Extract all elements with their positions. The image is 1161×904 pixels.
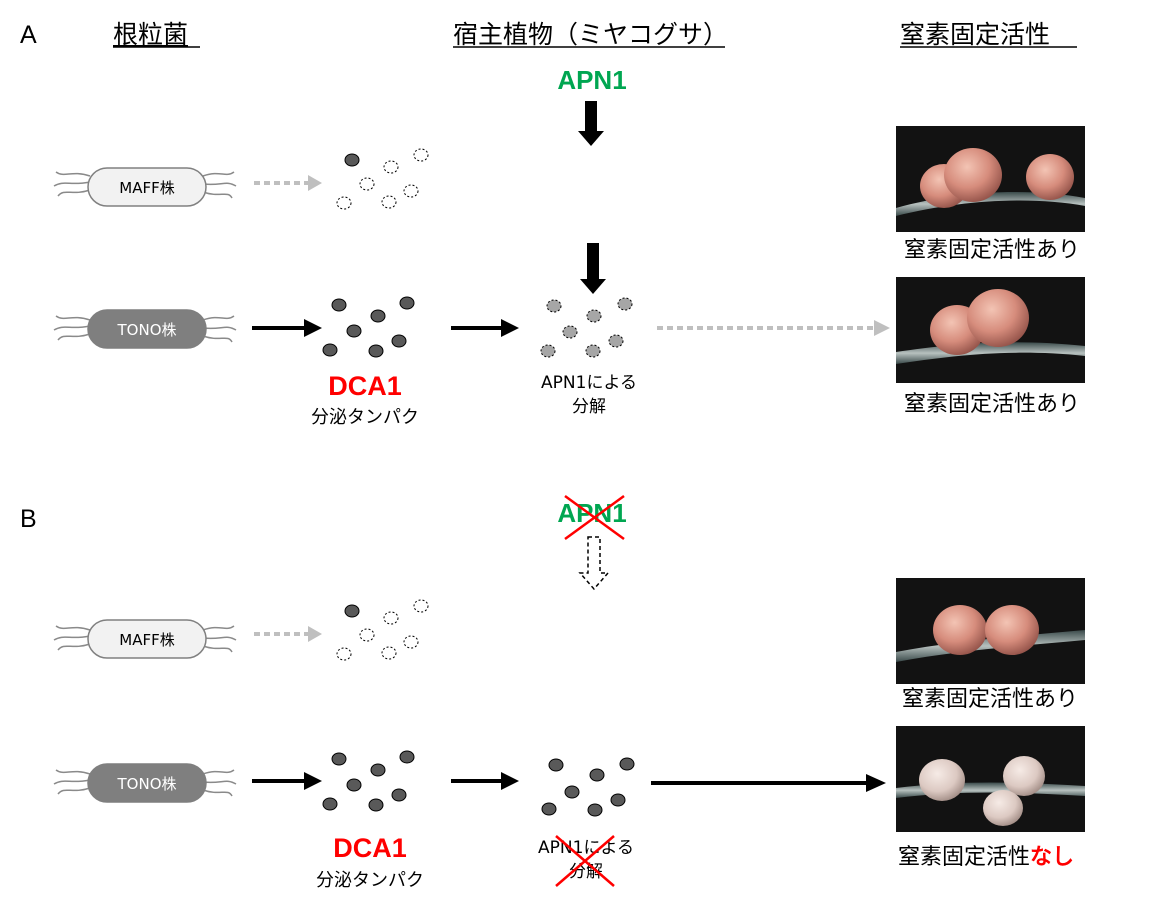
dca1-dots-intact-b [541, 757, 635, 817]
gray-dotted-arrow-b1 [254, 626, 322, 642]
black-arrow-a1 [252, 319, 322, 337]
apn1-label-a: APN1 [557, 65, 626, 95]
header-host-plant: 宿主植物（ミヤコグサ） [453, 20, 728, 49]
black-arrow-b1 [252, 772, 322, 790]
nodule-photo-b1 [896, 578, 1085, 684]
apn1-arrow-down-2 [580, 243, 606, 294]
panel-a-label: A [20, 21, 37, 49]
dca1-label-b: DCA1 [333, 833, 407, 863]
degraded-dots-a [540, 297, 633, 358]
result-a1: 窒素固定活性あり [904, 238, 1080, 263]
result-b2-suffix: なし [1030, 845, 1074, 870]
tono-cell-b: TONO株 [53, 763, 237, 803]
maff-cell-a: MAFF株 [53, 167, 237, 207]
panel-b-label: B [20, 505, 37, 533]
dca1-label-a: DCA1 [328, 371, 402, 401]
maff-strain-label-a: MAFF株 [119, 179, 174, 197]
result-b2: 窒素固定活性なし [898, 845, 1074, 870]
dca1-desc-a: 分泌タンパク [311, 407, 419, 428]
nodule-photo-b2 [896, 726, 1085, 832]
result-b1: 窒素固定活性あり [902, 687, 1078, 712]
degradation-line2-a: 分解 [572, 397, 606, 417]
maff-strain-label-b: MAFF株 [119, 631, 174, 649]
black-arrow-a2 [451, 319, 519, 337]
dca1-dots-maff-b [336, 599, 429, 661]
result-b2-prefix: 窒素固定活性 [898, 845, 1030, 870]
cross-out-degradation-icon [555, 835, 615, 887]
dashed-down-arrow-b [578, 536, 610, 591]
gray-dotted-arrow-a1 [254, 175, 322, 191]
gray-dotted-arrow-a2 [657, 320, 890, 336]
dca1-dots-tono-b [322, 750, 415, 812]
black-arrow-b3 [651, 774, 886, 792]
nodule-photo-a1 [896, 126, 1085, 232]
dca1-dots-maff-a [336, 148, 429, 210]
result-a2: 窒素固定活性あり [904, 392, 1080, 417]
maff-cell-b: MAFF株 [53, 619, 237, 659]
degradation-line1-b: APN1による [538, 838, 634, 858]
black-arrow-b2 [451, 772, 519, 790]
apn1-arrow-down-1 [578, 101, 604, 146]
svg-text:窒素固定活性なし: 窒素固定活性なし [898, 845, 1074, 870]
tono-strain-label-b: TONO株 [117, 775, 177, 793]
tono-cell-a: TONO株 [53, 309, 237, 349]
header-nitrogen-fixation: 窒素固定活性 [900, 20, 1050, 49]
tono-strain-label-a: TONO株 [117, 321, 177, 339]
cross-out-icon [564, 494, 625, 541]
dca1-desc-b: 分泌タンパク [316, 870, 424, 891]
nodule-photo-a2 [896, 277, 1085, 383]
dca1-dots-tono-a [322, 296, 415, 358]
degradation-line1-a: APN1による [541, 373, 637, 393]
header-rhizobia: 根粒菌 [113, 20, 188, 49]
